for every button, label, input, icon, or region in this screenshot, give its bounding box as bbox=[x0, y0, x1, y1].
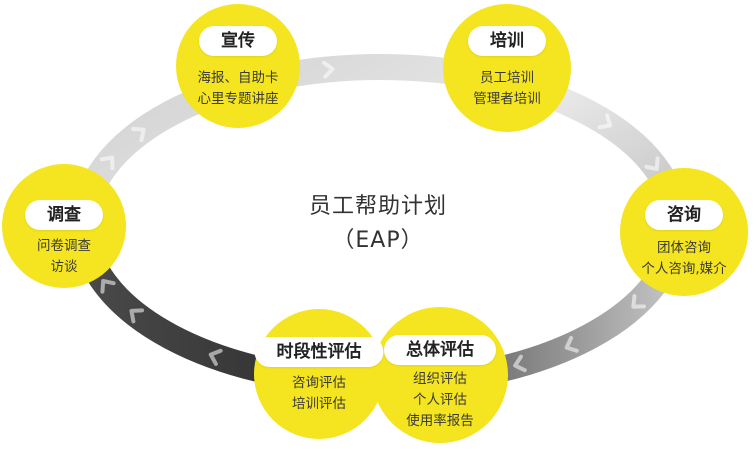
node-diaocha: 调查 问卷调查 访谈 bbox=[2, 164, 126, 288]
node-shiduan: 时段性评估 咨询评估 培训评估 bbox=[254, 309, 384, 439]
chevron-arrow-icon bbox=[129, 308, 145, 324]
chevron-arrow-icon bbox=[208, 348, 223, 366]
chevron-arrow-icon bbox=[644, 156, 660, 171]
chevron-arrow-icon bbox=[631, 294, 646, 309]
node-label-zixun: 咨询 bbox=[645, 200, 723, 230]
chevron-arrow-icon bbox=[100, 279, 116, 294]
chevron-arrow-icon bbox=[131, 126, 146, 143]
node-desc-peixun: 员工培训 管理者培训 bbox=[473, 70, 541, 107]
node-desc-xuanchuan: 海报、自助卡 心里专题讲座 bbox=[197, 70, 279, 107]
node-label-diaocha: 调查 bbox=[25, 200, 103, 230]
chevron-arrow-icon bbox=[99, 155, 115, 171]
chevron-arrow-icon bbox=[513, 354, 527, 373]
diagram-subtitle: （EAP） bbox=[332, 228, 424, 253]
chevron-arrow-icon bbox=[321, 60, 335, 79]
node-desc-diaocha: 问卷调查 访谈 bbox=[37, 238, 91, 275]
chevron-arrow-icon bbox=[597, 113, 613, 130]
node-label-peixun: 培训 bbox=[468, 26, 546, 56]
node-desc-zongti: 组织评估 个人评估 使用率报告 bbox=[406, 371, 474, 429]
node-zixun: 咨询 团体咨询 个人咨询,媒介 bbox=[620, 168, 748, 296]
node-zongti: 总体评估 组织评估 个人评估 使用率报告 bbox=[372, 307, 508, 443]
node-label-zongti: 总体评估 bbox=[384, 335, 496, 365]
node-label-xuanchuan: 宣传 bbox=[199, 26, 277, 56]
node-desc-zixun: 团体咨询 个人咨询,媒介 bbox=[641, 240, 727, 277]
diagram-title: 员工帮助计划 bbox=[308, 194, 447, 219]
node-xuanchuan: 宣传 海报、自助卡 心里专题讲座 bbox=[176, 4, 300, 128]
node-label-shiduan: 时段性评估 bbox=[254, 337, 384, 367]
chevron-arrow-icon bbox=[564, 335, 579, 353]
node-desc-shiduan: 咨询评估 培训评估 bbox=[292, 375, 346, 412]
node-peixun: 培训 员工培训 管理者培训 bbox=[443, 4, 571, 132]
